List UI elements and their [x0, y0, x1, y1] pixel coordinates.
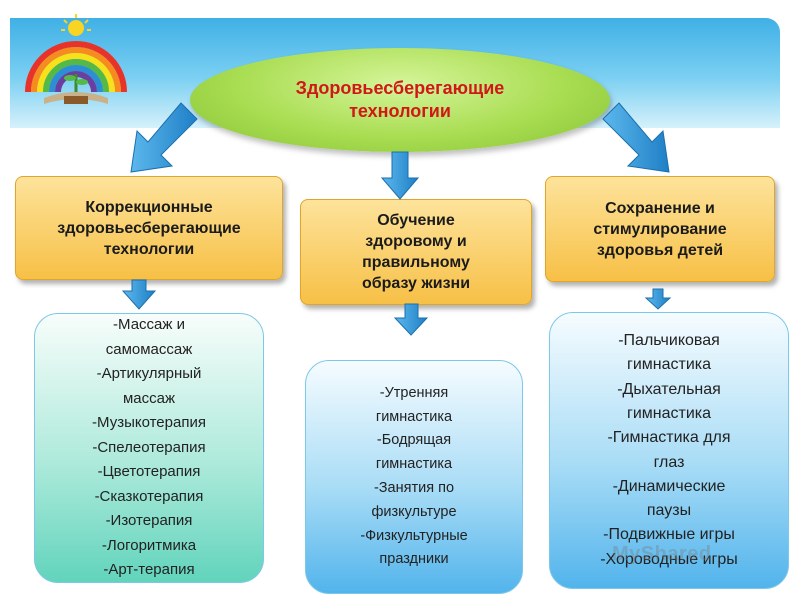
- heading-health-preservation: Сохранение и стимулирование здоровья дет…: [545, 176, 775, 282]
- list-item: -Утренняя гимнастика: [375, 384, 453, 425]
- list-item: -Бодрящая гимнастика: [375, 432, 453, 473]
- list-item: -Цветотерапия: [97, 463, 201, 481]
- list-item: -Дыхательная гимнастика: [617, 380, 721, 422]
- list-item: -Артикулярный массаж: [96, 365, 202, 407]
- heading-correctional: Коррекционные здоровьесберегающие технол…: [15, 176, 283, 280]
- list-correctional: -Массаж и самомассаж -Артикулярный масса…: [34, 313, 264, 583]
- main-title: Здоровьесберегающие технологии: [295, 78, 505, 121]
- rainbow-logo: [25, 14, 127, 104]
- list-item: -Динамические паузы: [612, 477, 726, 520]
- heading-correctional-text: Коррекционные здоровьесберегающие технол…: [57, 198, 241, 258]
- list-item: -Изотерапия: [105, 512, 193, 530]
- list-item: -Спелеотерапия: [92, 438, 206, 456]
- list-item: -Пальчиковая гимнастика: [618, 332, 720, 374]
- list-item: -Музыкотерапия: [92, 414, 206, 432]
- list-item: -Физкультурные праздники: [360, 527, 468, 568]
- list-item: -Подвижные игры: [603, 526, 735, 544]
- main-title-ellipse: Здоровьесберегающие технологии: [190, 48, 610, 152]
- list-item: -Арт-терапия: [103, 561, 195, 579]
- watermark: MyShared: [612, 543, 712, 565]
- arrow-down-center-small-icon: [393, 303, 429, 336]
- arrow-down-right-small-icon: [644, 288, 672, 310]
- heading-healthy-lifestyle: Обучение здоровому и правильному образу …: [300, 199, 532, 305]
- list-item: -Занятия по физкультуре: [371, 480, 457, 520]
- list-item: -Массаж и самомассаж: [105, 316, 193, 358]
- list-item: -Хороводные игры: [600, 550, 738, 568]
- arrow-down-left-small-icon: [121, 279, 157, 310]
- list-health-preservation: -Пальчиковая гимнастика -Дыхательная гим…: [549, 312, 789, 589]
- list-item: -Гимнастика для глаз: [607, 429, 731, 471]
- list-healthy-lifestyle: -Утренняя гимнастика -Бодрящая гимнастик…: [305, 360, 523, 594]
- arrow-down-center-icon: [380, 151, 420, 200]
- heading-health-preservation-text: Сохранение и стимулирование здоровья дет…: [593, 199, 727, 259]
- heading-healthy-lifestyle-text: Обучение здоровому и правильному образу …: [361, 212, 471, 292]
- list-item: -Логоритмика: [101, 536, 197, 554]
- list-item: -Сказкотерапия: [94, 487, 204, 505]
